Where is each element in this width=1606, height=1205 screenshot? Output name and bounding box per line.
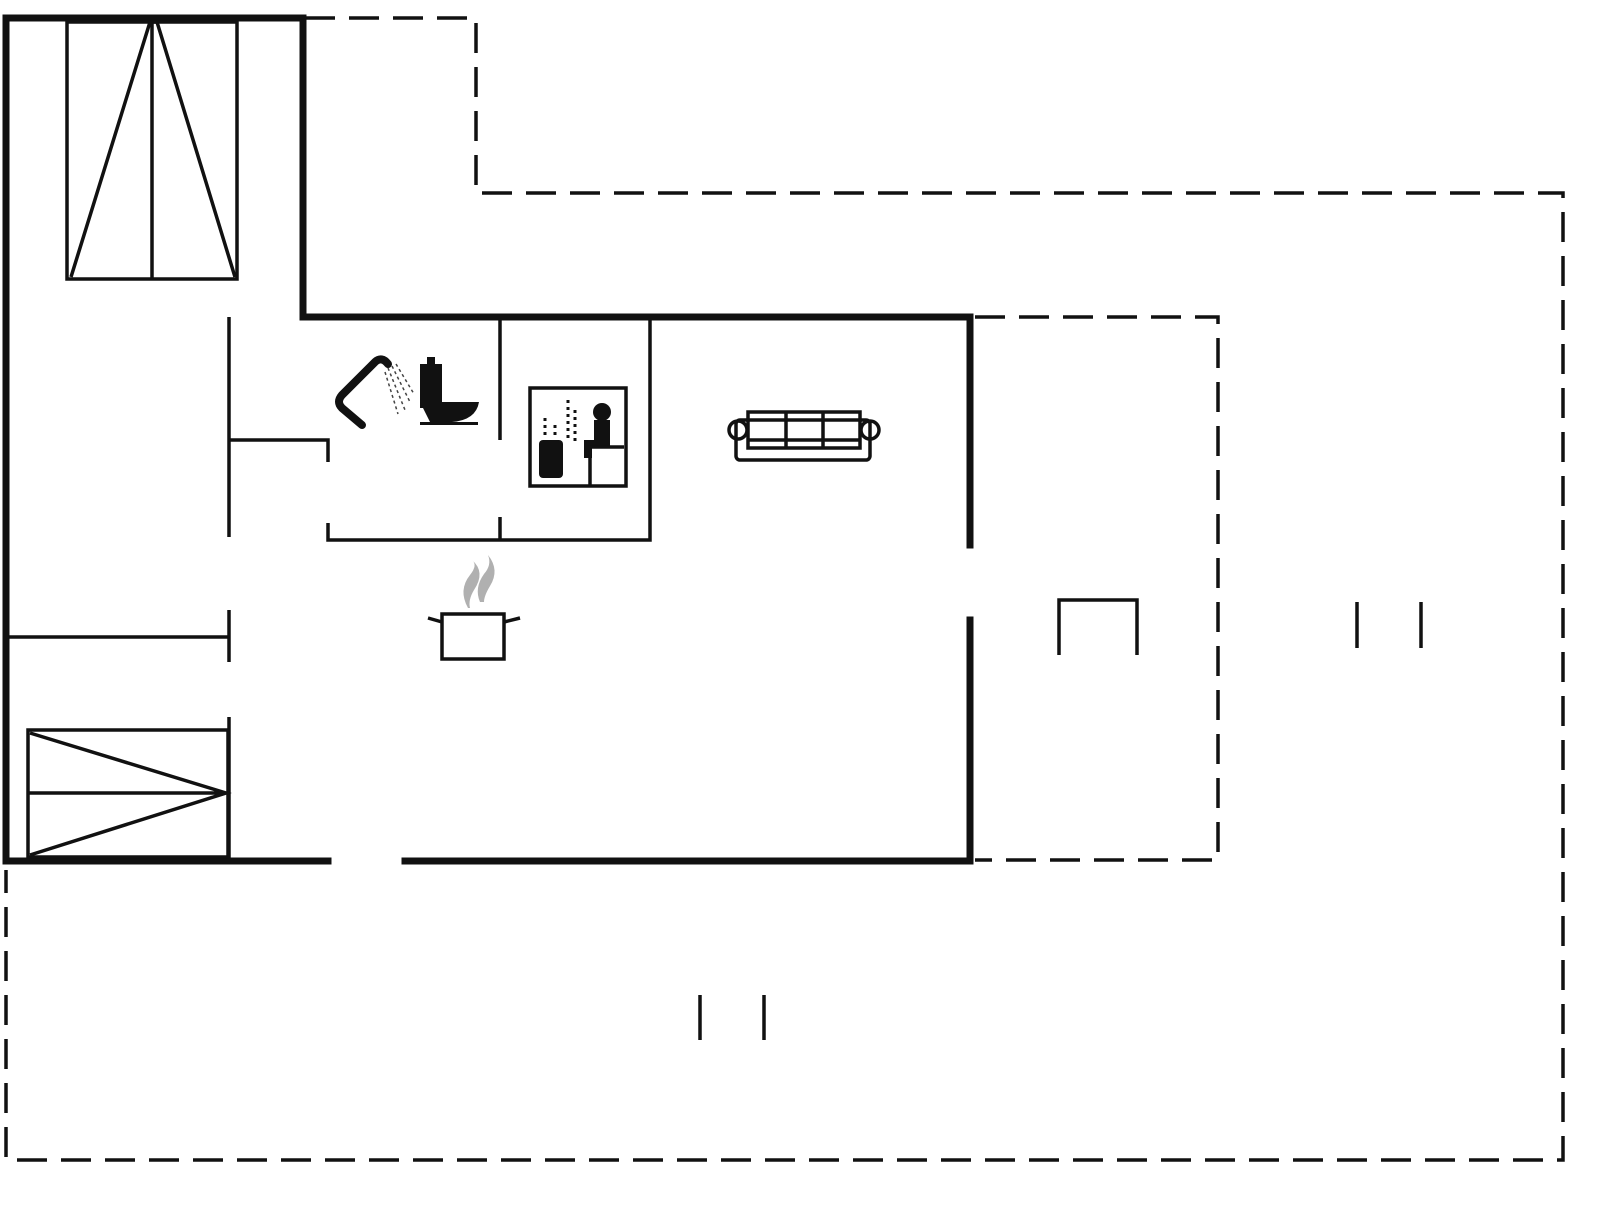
interior-walls [8,317,652,858]
shower-icon [335,355,415,429]
cooking-pot-icon [427,555,521,661]
stairs-icon [65,20,239,281]
terrace-posts [698,602,1423,1040]
bed-icon [26,728,232,859]
sauna-icon [528,386,628,488]
table-outline [1057,598,1139,655]
terrace-outline [4,16,1565,1162]
exterior-walls [2,14,974,865]
sofa-icon [727,410,881,462]
toilet-icon [420,357,479,425]
